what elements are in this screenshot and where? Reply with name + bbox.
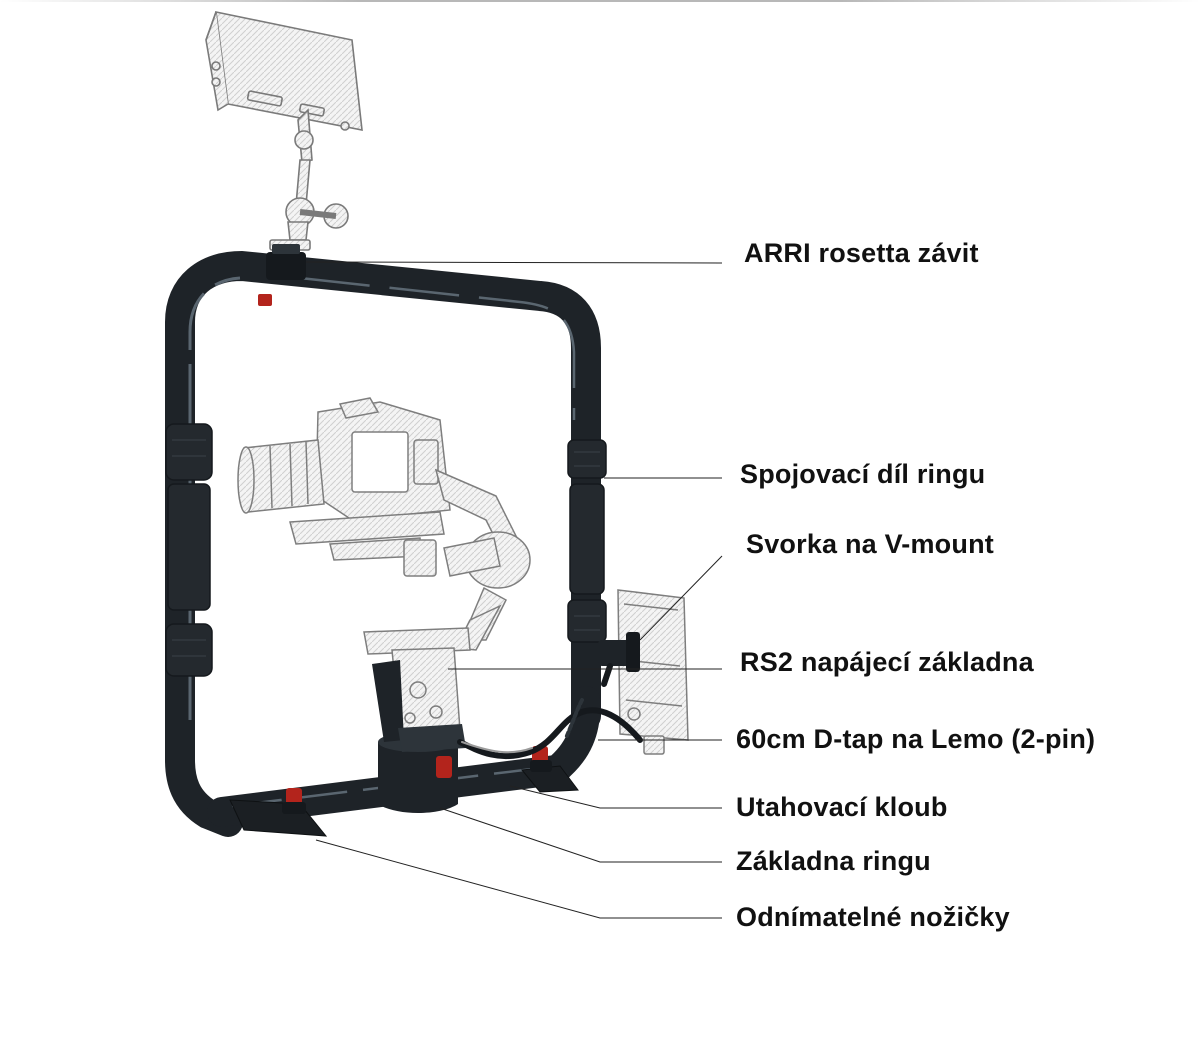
leader-ring-base <box>439 807 722 863</box>
callout-ring-connector: Spojovací díl ringu <box>740 459 986 489</box>
callout-removable-feet: Odnímatelné nožičky <box>736 902 1010 932</box>
ring-base-and-feet <box>229 660 579 837</box>
monitor-sketch <box>205 10 363 131</box>
callout-power-base: RS2 napájecí základna <box>740 647 1034 677</box>
dtap-cable <box>457 698 643 760</box>
leader-arri <box>305 261 723 264</box>
grip-ridges <box>172 439 600 657</box>
callout-vmount-clamp: Svorka na V-mount <box>746 529 994 559</box>
leader-feet <box>315 839 722 919</box>
ring-grips <box>165 423 607 677</box>
callout-arri-rosette: ARRI rosetta závit <box>744 238 979 268</box>
magic-arm-sketch <box>269 108 349 251</box>
top-edge-line <box>0 0 1200 2</box>
leader-lines <box>305 261 723 919</box>
arri-rosette-block <box>258 244 306 306</box>
leader-vmount-clamp <box>639 555 723 641</box>
callout-dtap-cable: 60cm D-tap na Lemo (2-pin) <box>736 724 1096 754</box>
camera-gimbal-sketch <box>237 397 531 735</box>
callout-ring-base: Základna ringu <box>736 846 931 876</box>
callout-tightening-joint: Utahovací kloub <box>736 792 948 822</box>
leader-tightening <box>509 785 722 809</box>
